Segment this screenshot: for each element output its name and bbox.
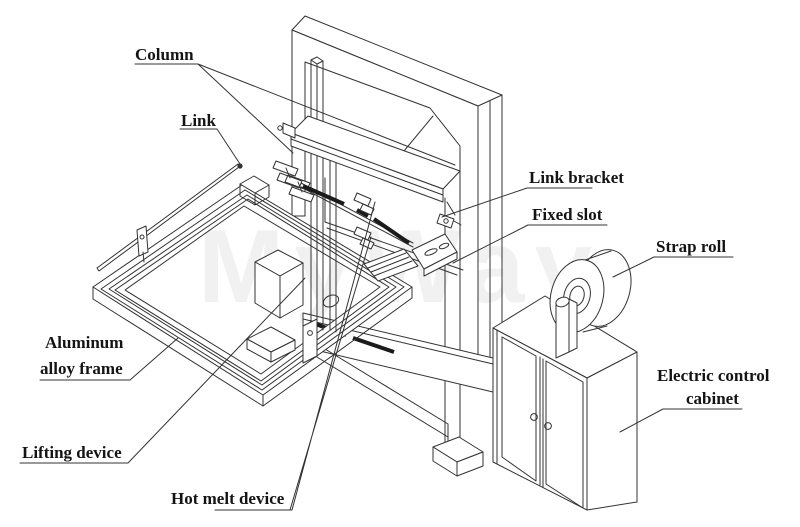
lift-bottom-plate (302, 318, 318, 364)
link-clip-webs (285, 167, 303, 193)
link-rod-plate (136, 225, 149, 257)
label-lifting-device: Lifting device (22, 443, 122, 462)
link-bar-dark-segments (302, 184, 411, 245)
leader-fixed-slot (452, 224, 608, 264)
lifting-device (246, 56, 337, 364)
link-rod-plate-pin (139, 234, 145, 240)
foot-side (456, 451, 484, 477)
label-column: Column (135, 45, 194, 64)
cabinet-left-door (501, 336, 537, 482)
gantry-depth-edges (444, 94, 503, 447)
platen-left-tab (282, 122, 296, 139)
link-bracket-pin (443, 218, 449, 224)
strap-roll-band-lines (582, 250, 612, 333)
link-guide-clips (272, 160, 315, 203)
callout-leaders (19, 63, 743, 511)
cabinet-door-gap (539, 356, 544, 488)
cabinet-handle-right (544, 422, 552, 430)
tray-thickness-edges (92, 286, 413, 407)
label-hot-melt-device: Hot melt device (171, 489, 285, 508)
press-beam (277, 115, 461, 216)
fixed-slot-parts (363, 233, 458, 282)
leader-electric-cabinet (619, 408, 743, 433)
leader-aluminum-frame (39, 337, 179, 381)
label-fixed-slot: Fixed slot (532, 205, 603, 224)
strap-roll-support-front (555, 298, 570, 359)
label-electric-cabinet-line2: cabinet (686, 389, 739, 408)
label-electric-cabinet-line1: Electric control (657, 366, 770, 385)
link-bracket-tail (453, 220, 462, 226)
fixed-slot-channel-lip (423, 251, 458, 277)
fixed-slot-opening-2 (438, 242, 450, 250)
label-aluminum-line2: alloy frame (40, 359, 123, 378)
link-assembly (272, 160, 462, 248)
cabinet-right-door (545, 360, 584, 509)
hot-melt-device-clips (353, 192, 375, 250)
strap-roll-support-side (568, 298, 578, 353)
fixed-slot-rail (363, 248, 419, 282)
label-strap-roll: Strap roll (656, 237, 726, 256)
cabinet-handle-left (530, 413, 538, 421)
hot-melt-clip-lower-flag (359, 237, 375, 250)
link-rod-plate-tail (142, 251, 145, 263)
tray-corner-block-sides (239, 183, 270, 206)
lift-plate-pin (307, 330, 313, 336)
lift-block2-right (270, 339, 296, 363)
link-bracket-part (436, 213, 455, 229)
leader-lifting-device (19, 277, 306, 464)
platen-tab-knob (277, 125, 283, 131)
leader-link-bracket (441, 187, 593, 218)
label-aluminum-line1: Aluminum (45, 333, 123, 352)
strap-roll-support-cap (555, 296, 570, 308)
callout-labels: Column Link Link bracket Fixed slot Stra… (22, 45, 770, 508)
tray-extrusion-lines (100, 189, 405, 391)
label-link-bracket: Link bracket (529, 168, 624, 187)
fixed-slot-rail-stripes (367, 252, 413, 277)
link-rod (96, 163, 243, 272)
fixed-slot-opening-1 (424, 248, 438, 256)
label-link: Link (181, 111, 217, 130)
leader-link (179, 128, 241, 165)
leader-hot-melt-device (214, 201, 376, 511)
leader-strap-roll (612, 256, 734, 278)
link-rod-ball-end (237, 163, 243, 169)
link-rod-lines (96, 163, 240, 272)
strap-roll (549, 249, 632, 359)
tray-hole (322, 294, 340, 308)
leader-column (134, 63, 456, 166)
cabinet-right-face (586, 351, 638, 511)
